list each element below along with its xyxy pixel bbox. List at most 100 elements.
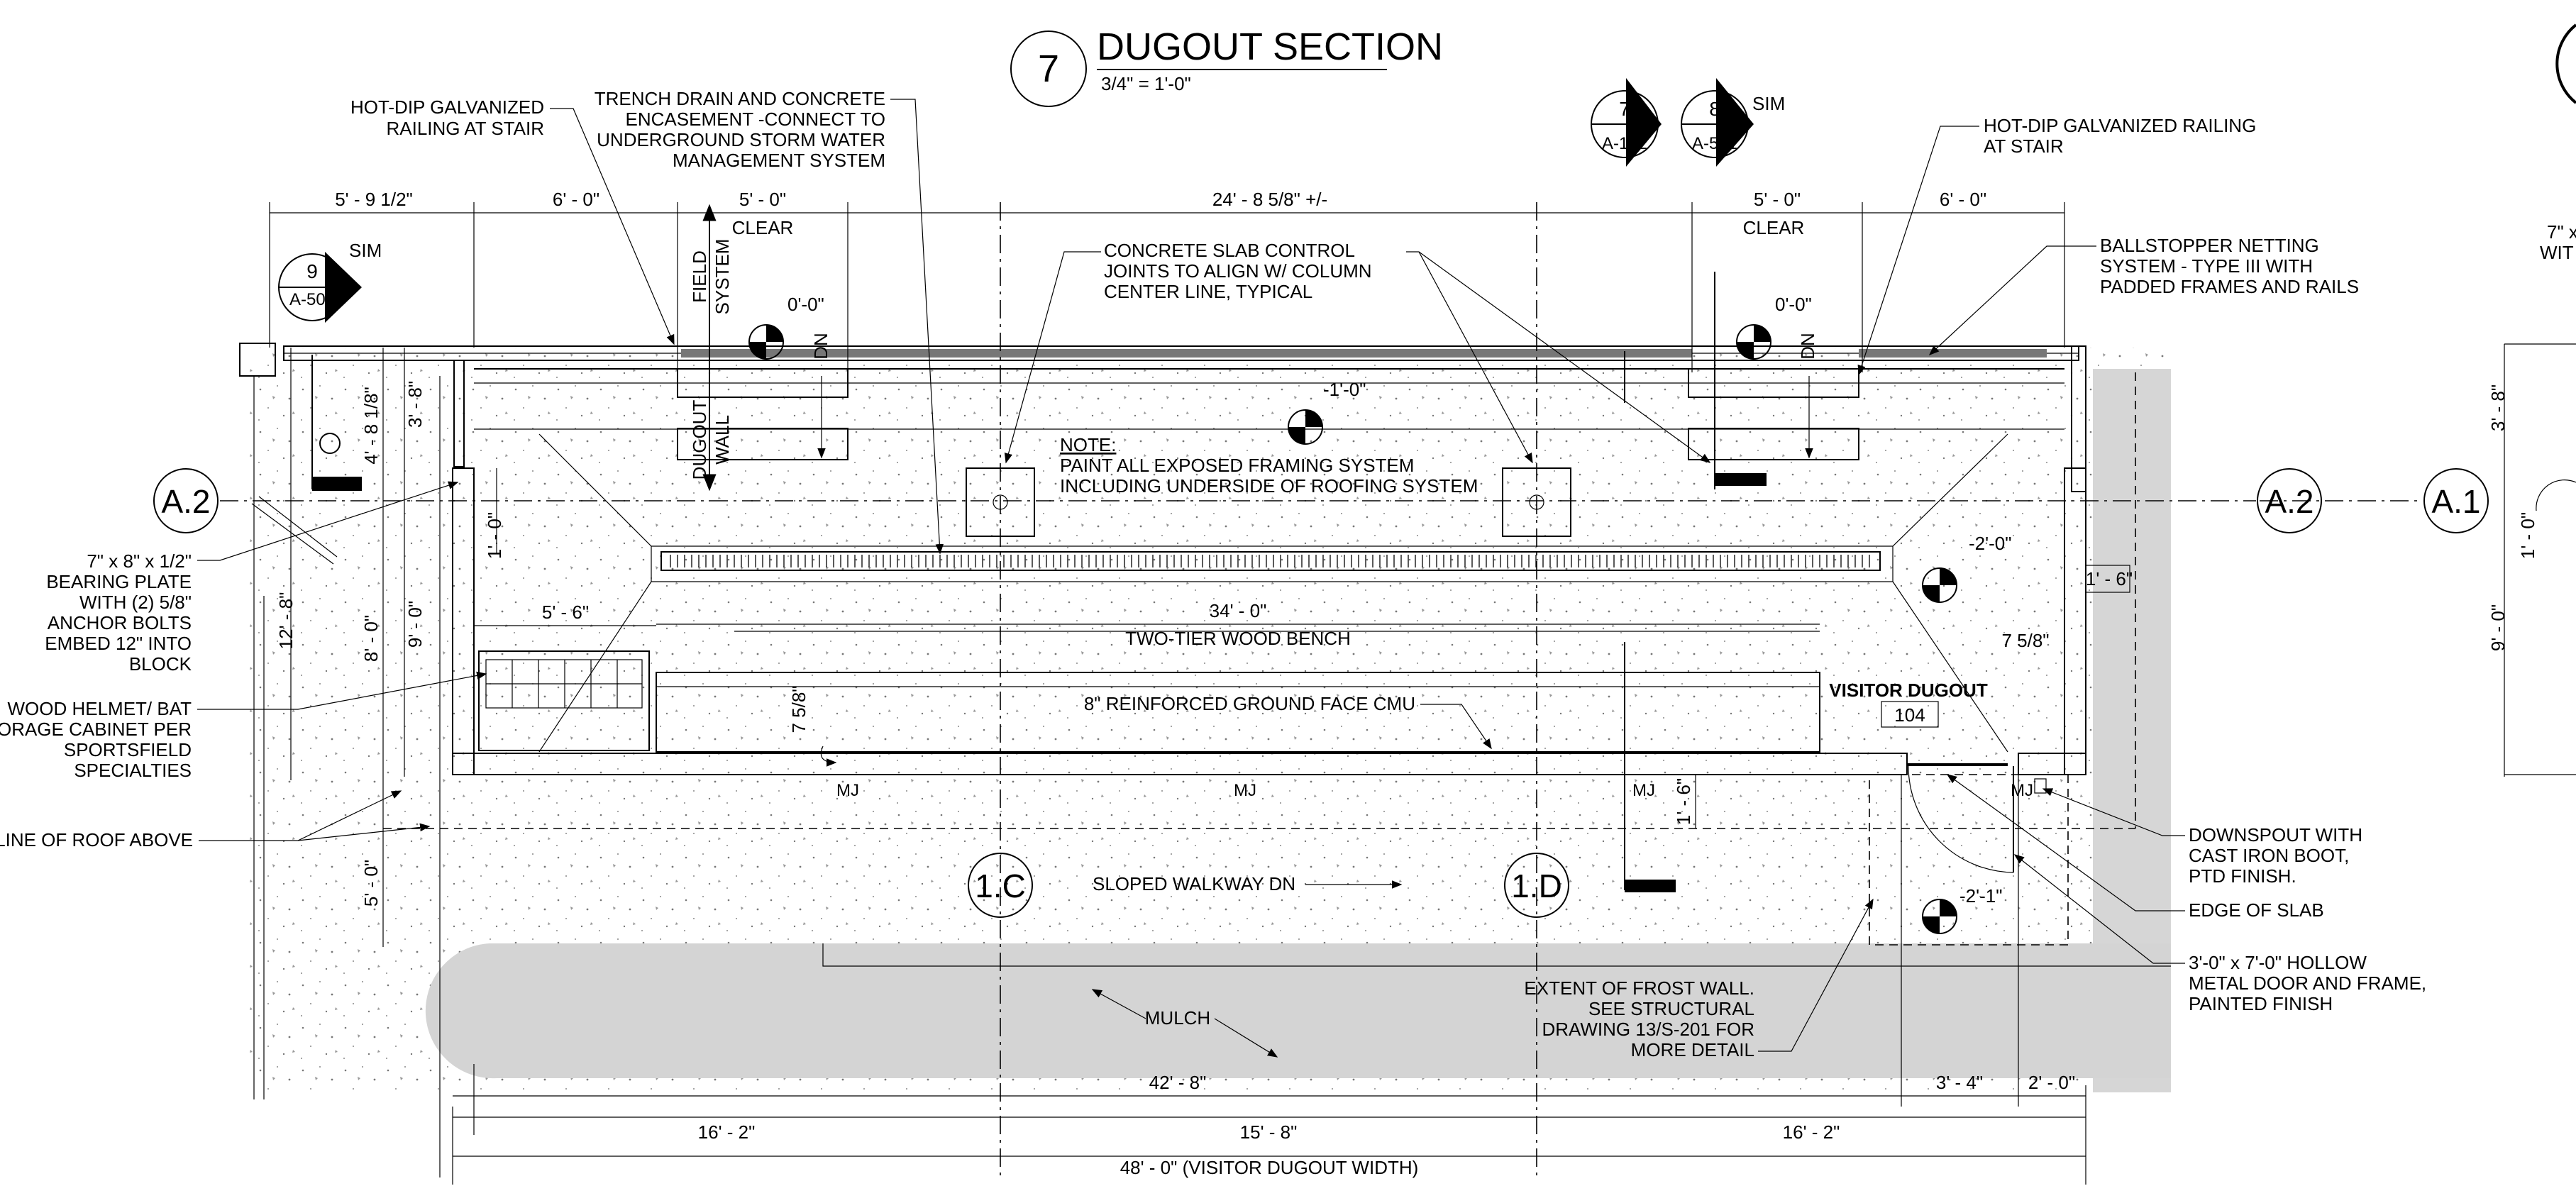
callout-railing-left-1: HOT-DIP GALVANIZED bbox=[350, 96, 544, 118]
elevation-label: -1'-0" bbox=[1323, 379, 1366, 400]
dim-bottom-2: 3' - 4" bbox=[1936, 1072, 1983, 1093]
dim-top-6: 6' - 0" bbox=[1940, 189, 1986, 210]
site-background bbox=[248, 348, 2171, 1092]
dn-label-left: DN bbox=[810, 333, 831, 360]
clear-label-right: CLEAR bbox=[1743, 217, 1805, 238]
callouts: HOT-DIP GALVANIZED RAILING AT STAIR TREN… bbox=[0, 88, 2576, 1060]
dim-top-4: 24' - 8 5/8" +/- bbox=[1212, 189, 1327, 210]
dim-top-3: 5' - 0" bbox=[739, 189, 786, 210]
grid-label-1c: 1.C bbox=[975, 868, 1026, 904]
dim-top-1: 5' - 9 1/2" bbox=[335, 189, 413, 210]
callout-bearing-2: BEARING PLATE bbox=[46, 571, 192, 592]
callout-cabinet-1: WOOD HELMET/ BAT bbox=[7, 698, 192, 719]
dim-top-5: 5' - 0" bbox=[1754, 189, 1801, 210]
cabinet-grid bbox=[485, 659, 643, 709]
grid-bubble-1d bbox=[1504, 853, 1569, 918]
title-number-circle bbox=[1010, 31, 1087, 107]
tag-number: 9 bbox=[306, 260, 318, 282]
dugout-wall-line-1: DUGOUT bbox=[689, 400, 710, 480]
callout-bearing-4: ANCHOR BOLTS bbox=[48, 612, 192, 633]
callout-frost-1: EXTENT OF FROST WALL. bbox=[1524, 977, 1754, 999]
dim-wall-thickness: 7 5/8" bbox=[788, 685, 809, 733]
elevation-markers: 0'-0" 0'-0" -1'-0" -2'-0" -2'-1" DN DN bbox=[748, 294, 2011, 934]
grid-label-a2-right: A.2 bbox=[2265, 483, 2314, 520]
grid-bubble-a2-right bbox=[2257, 468, 2322, 533]
note-heading: NOTE: bbox=[1060, 434, 1116, 455]
callout-ballstopper-1: BALLSTOPPER NETTING bbox=[2100, 235, 2319, 256]
callout-railing-left-2: RAILING AT STAIR bbox=[387, 118, 545, 139]
callout-door-2: METAL DOOR AND FRAME, bbox=[2189, 972, 2426, 994]
dim-bottom-6: 16' - 2" bbox=[1783, 1121, 1840, 1143]
clear-label-left: CLEAR bbox=[732, 217, 794, 238]
dim-v-left-b: 3' - 8" bbox=[404, 381, 426, 428]
field-system-line-1: FIELD bbox=[689, 250, 710, 303]
callout-door-1: 3'-0" x 7'-0" HOLLOW bbox=[2189, 952, 2367, 973]
grid-label-a1: A.1 bbox=[2431, 483, 2480, 520]
dugout-structure bbox=[239, 272, 2086, 946]
callout-trench-3: UNDERGROUND STORM WATER bbox=[597, 129, 885, 150]
callout-walkway: SLOPED WALKWAY DN bbox=[1093, 873, 1295, 894]
dim-bottom-5: 15' - 8" bbox=[1240, 1121, 1298, 1143]
far-right-text-1: 7" x bbox=[2547, 221, 2576, 243]
callout-roof-line: LINE OF ROOF ABOVE bbox=[0, 829, 193, 850]
tag-suffix: SIM bbox=[1752, 93, 1785, 114]
section-tag-7: 7 A-102 bbox=[1591, 78, 1662, 167]
dim-v-left-f: 9' - 0" bbox=[404, 601, 426, 648]
callout-frost-2: SEE STRUCTURAL bbox=[1588, 998, 1754, 1019]
gridlines: A.2 A.2 A.1 1.C 1.D bbox=[153, 202, 2489, 1177]
top-dimension-string: 5' - 9 1/2" 6' - 0" 5' - 0" 24' - 8 5/8"… bbox=[269, 189, 2065, 372]
bench bbox=[656, 672, 1820, 753]
callout-bearing-6: BLOCK bbox=[129, 653, 192, 675]
mj-mark-1: MJ bbox=[836, 781, 859, 800]
tag-suffix: SIM bbox=[349, 240, 382, 261]
dim-v-left-a: 4' - 8 1/8" bbox=[360, 387, 382, 465]
note-line-2: INCLUDING UNDERSIDE OF ROOFING SYSTEM bbox=[1060, 475, 1478, 497]
title-number: 7 bbox=[1038, 48, 1059, 90]
section-tag-9: 9 A-501 SIM bbox=[278, 240, 382, 323]
dim-bottom-3: 2' - 0" bbox=[2028, 1072, 2075, 1093]
dim-v-right-a: 1' - 6" bbox=[2086, 568, 2133, 589]
elevation-label: 0'-0" bbox=[1775, 294, 1812, 315]
elevation-marker-stair-right: 0'-0" bbox=[1736, 294, 1812, 360]
bottom-dimension-string: 42' - 8" 3' - 4" 2' - 0" 16' - 2" 15' - … bbox=[452, 775, 2086, 1185]
grid-label-1d: 1.D bbox=[1511, 868, 1562, 904]
tag-sheet: A-501 bbox=[289, 290, 335, 309]
field-dugout-arrow: FIELD SYSTEM DUGOUT WALL bbox=[689, 204, 733, 492]
dim-v-right-b: 7 5/8" bbox=[2001, 630, 2049, 651]
callout-cabinet-3: SPORTSFIELD bbox=[64, 739, 192, 760]
callout-bearing-5: EMBED 12" INTO bbox=[45, 633, 192, 654]
elevation-label: -2'-1" bbox=[1959, 885, 2002, 907]
tag-number: 8 bbox=[1709, 98, 1720, 120]
grid-bubble-a2-left bbox=[153, 468, 219, 533]
tag-number: 7 bbox=[1619, 98, 1630, 120]
callout-trench-1: TRENCH DRAIN AND CONCRETE bbox=[595, 88, 885, 109]
callout-trench-4: MANAGEMENT SYSTEM bbox=[673, 150, 885, 171]
dim-bottom-4: 16' - 2" bbox=[698, 1121, 756, 1143]
elevation-label: -2'-0" bbox=[1969, 533, 2011, 554]
elevation-label: 0'-0" bbox=[787, 294, 824, 315]
dim-v-left-c: 1' - 0" bbox=[484, 512, 505, 559]
dim-v-far-b: 1' - 0" bbox=[2517, 512, 2538, 559]
callout-bench: TWO-TIER WOOD BENCH bbox=[1125, 628, 1351, 649]
field-system-line-2: SYSTEM bbox=[712, 239, 733, 315]
callout-railing-right-2: AT STAIR bbox=[1984, 135, 2064, 157]
callout-ballstopper-3: PADDED FRAMES AND RAILS bbox=[2100, 276, 2359, 297]
callout-cabinet-2: ORAGE CABINET PER bbox=[0, 719, 192, 740]
far-right-text-2: WIT bbox=[2540, 242, 2574, 263]
room-number: 104 bbox=[1894, 704, 1925, 726]
partial-tag-edge bbox=[2555, 23, 2576, 104]
vertical-dimensions: 4' - 8 1/8" 3' - 8" 1' - 0" 12' - 8" 8' … bbox=[275, 343, 2576, 947]
mulch-bed bbox=[425, 943, 2171, 1079]
callout-slab-1: CONCRETE SLAB CONTROL bbox=[1104, 240, 1355, 261]
grid-bubble-a1 bbox=[2423, 468, 2489, 533]
callout-downspout-3: PTD FINISH. bbox=[2189, 865, 2296, 887]
callout-trench-2: ENCASEMENT -CONNECT TO bbox=[626, 109, 885, 130]
title-scale: 3/4" = 1'-0" bbox=[1101, 73, 1191, 94]
callout-slab-2: JOINTS TO ALIGN W/ COLUMN bbox=[1104, 260, 1372, 282]
elevation-marker-stair-left: 0'-0" bbox=[748, 294, 824, 360]
section-tag-8: 8 A-501 SIM bbox=[1681, 78, 1785, 167]
callout-frost-3: DRAWING 13/S-201 FOR bbox=[1542, 1019, 1754, 1040]
callout-edge-slab: EDGE OF SLAB bbox=[2189, 899, 2324, 921]
callout-ballstopper-2: SYSTEM - TYPE III WITH bbox=[2100, 255, 2313, 277]
